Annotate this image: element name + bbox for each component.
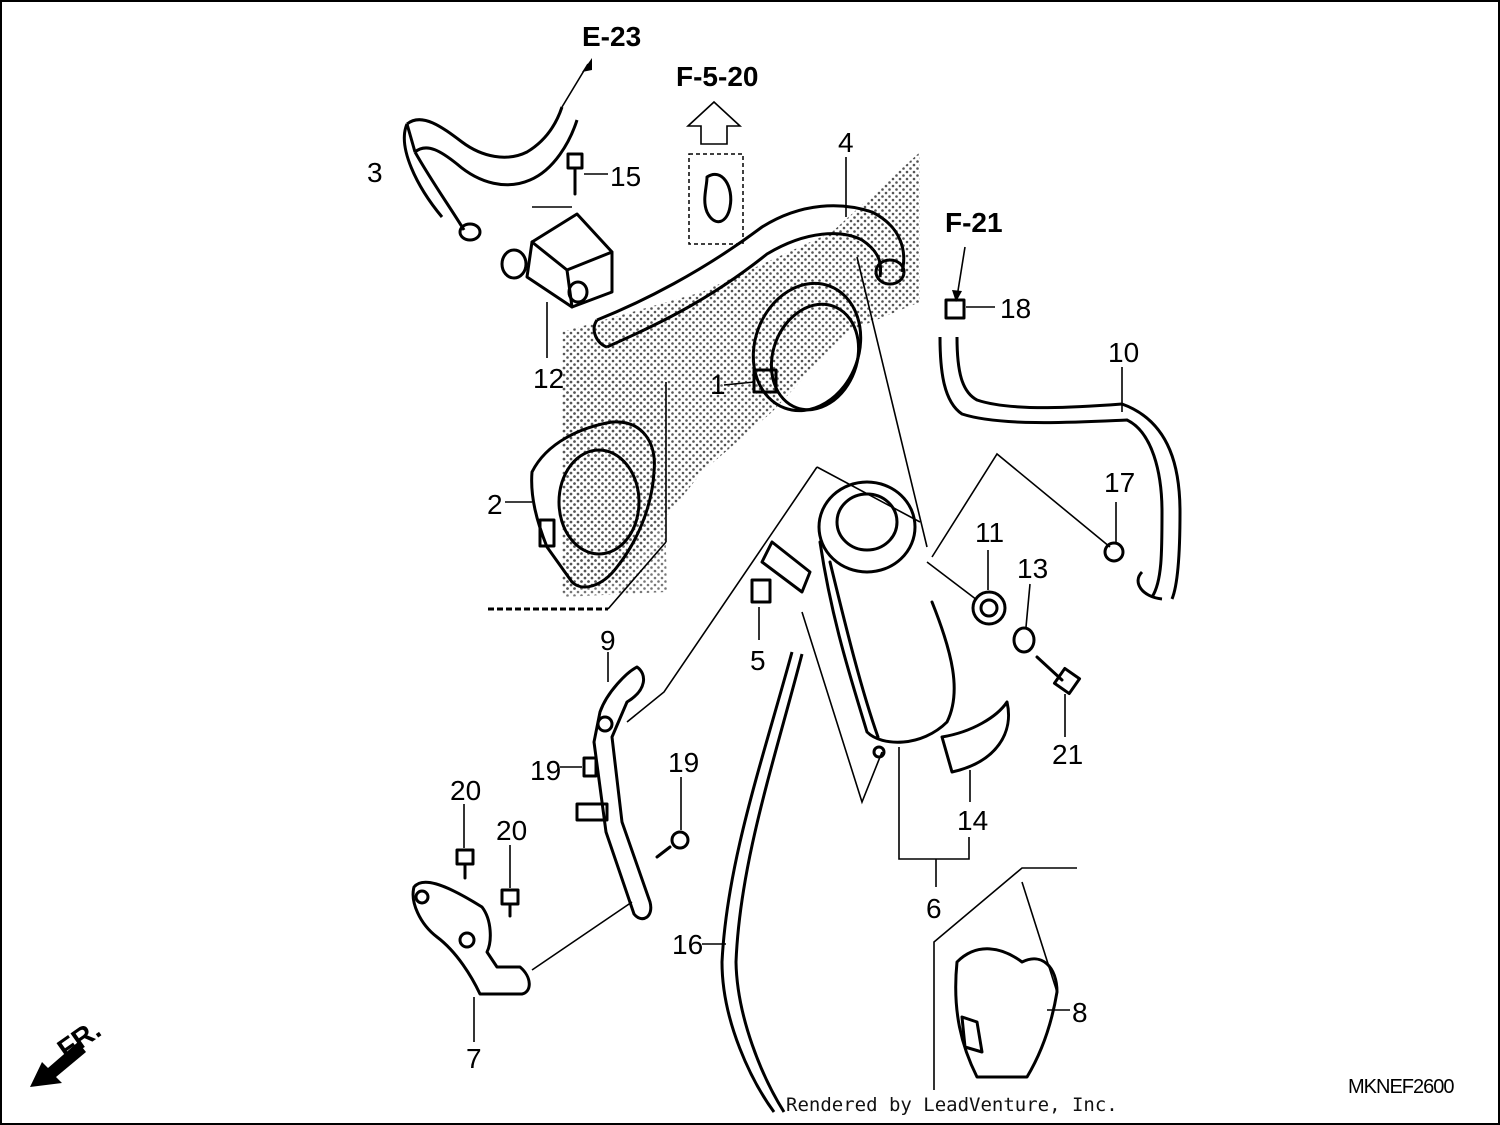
part-label-18: 18	[1000, 293, 1031, 324]
part-label-20b: 20	[496, 815, 527, 846]
inset-f-5-20	[685, 100, 744, 245]
part-label-14: 14	[957, 805, 988, 836]
frame-shading	[562, 152, 920, 597]
part-label-9: 9	[600, 625, 616, 656]
front-marker-label: FR.	[52, 1014, 107, 1065]
part-label-20a: 20	[450, 775, 481, 806]
part-label-19b: 19	[668, 747, 699, 778]
part-label-1: 1	[710, 369, 726, 400]
part-20-bolts	[455, 804, 520, 918]
part-label-17: 17	[1104, 467, 1135, 498]
part-10-hose	[938, 336, 1182, 601]
render-credit: Rendered by LeadVenture, Inc.	[786, 1094, 1118, 1116]
part-label-3: 3	[367, 157, 383, 188]
ref-f520-label: F-5-20	[676, 61, 758, 92]
part-2-throttle	[505, 420, 656, 589]
part-8-cover	[933, 867, 1077, 1090]
diagram-code: MKNEF2600	[1348, 1076, 1454, 1098]
ref-f21-label: F-21	[945, 207, 1003, 238]
part-label-12: 12	[533, 363, 564, 394]
part-19-bolts	[560, 756, 690, 859]
part-13-washer	[1012, 583, 1036, 654]
part-label-19a: 19	[530, 755, 561, 786]
part-1-clamp	[723, 281, 863, 413]
part-16-tube	[702, 651, 804, 1113]
part-3-hose	[402, 58, 592, 242]
part-label-10: 10	[1108, 337, 1139, 368]
part-label-6: 6	[926, 893, 942, 924]
part-label-16: 16	[672, 929, 703, 960]
part-label-5: 5	[750, 645, 766, 676]
part-15-bolt	[566, 152, 608, 196]
part-5-connector	[750, 540, 812, 640]
part-label-4: 4	[838, 127, 854, 158]
frame-edge-line-2	[607, 541, 667, 610]
part-6-fuel-pump	[626, 466, 970, 887]
part-label-7: 7	[466, 1043, 482, 1074]
part-label-8: 8	[1072, 997, 1088, 1028]
part-14-seal	[940, 700, 1010, 802]
ref-e23-label: E-23	[582, 21, 641, 52]
part-11-grommet	[926, 550, 1007, 626]
part-label-11: 11	[975, 517, 1004, 548]
part-9-bracket	[575, 652, 653, 921]
part-17-clip	[931, 452, 1125, 563]
part-label-13: 13	[1017, 553, 1048, 584]
part-label-21: 21	[1052, 739, 1083, 770]
part-label-15: 15	[610, 161, 641, 192]
part-21-bolt	[1035, 655, 1082, 737]
part-12-valve	[500, 206, 614, 358]
part-label-2: 2	[487, 489, 503, 520]
part-18-fitting	[944, 246, 995, 320]
part-7-plate	[411, 880, 633, 1042]
front-direction-arrow: FR.	[30, 1014, 106, 1087]
part-4-hose	[592, 157, 928, 548]
